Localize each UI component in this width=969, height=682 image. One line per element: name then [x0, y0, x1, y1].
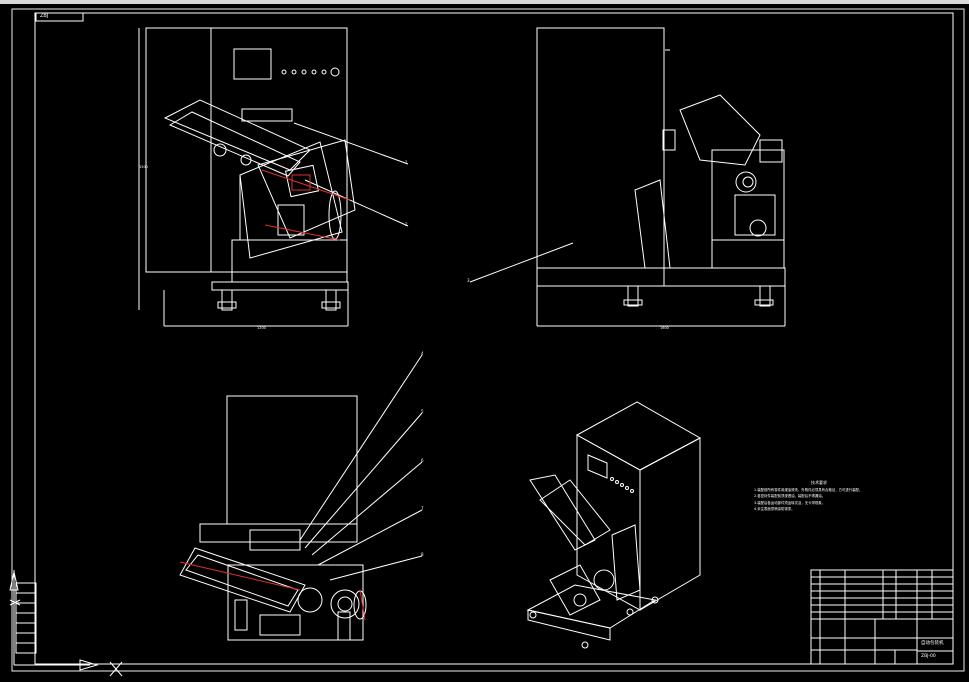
frame-tag: ZBJ	[40, 13, 49, 19]
title-block-name: 自动包装机	[921, 641, 944, 646]
technical-note-line: 4.未注表面须喷涂防锈漆。	[754, 507, 795, 512]
dimension-text: 1600	[660, 326, 669, 330]
callout-label: 6	[421, 458, 424, 463]
window-top-edge	[0, 0, 969, 4]
technical-notes-title: 技术要求	[811, 480, 827, 485]
callout-label: 2	[405, 222, 408, 227]
callout-label: 4	[421, 351, 424, 356]
technical-note-line: 1.装配前所有零件用煤油清洗，外购件必须具有合格证，方可进行装配。	[754, 487, 863, 492]
technical-notes: 技术要求 1.装配前所有零件用煤油清洗，外购件必须具有合格证，方可进行装配。 2…	[754, 480, 944, 513]
callout-label: 1	[405, 160, 408, 165]
dimension-text: 1500	[139, 165, 148, 169]
ucs-icon	[9, 570, 123, 677]
callout-label: 7	[421, 506, 424, 511]
top-view	[179, 354, 423, 641]
drawing-frame	[11, 8, 965, 672]
technical-note-line: 3.装配后各运动部件须运转灵活，无卡滞现象。	[754, 500, 826, 505]
callout-label: 3	[467, 278, 470, 283]
side-view	[469, 27, 786, 327]
title-block	[810, 569, 954, 665]
title-block-code: ZBJ-00	[921, 654, 936, 659]
callout-label: 8	[421, 552, 424, 557]
isometric-view	[526, 401, 702, 649]
front-view	[138, 27, 409, 327]
technical-note-line: 2.各密封件装配前须浸透油，装配后不得漏油。	[754, 494, 826, 499]
callout-label: 5	[421, 409, 424, 414]
dimension-text: 1200	[257, 326, 266, 330]
